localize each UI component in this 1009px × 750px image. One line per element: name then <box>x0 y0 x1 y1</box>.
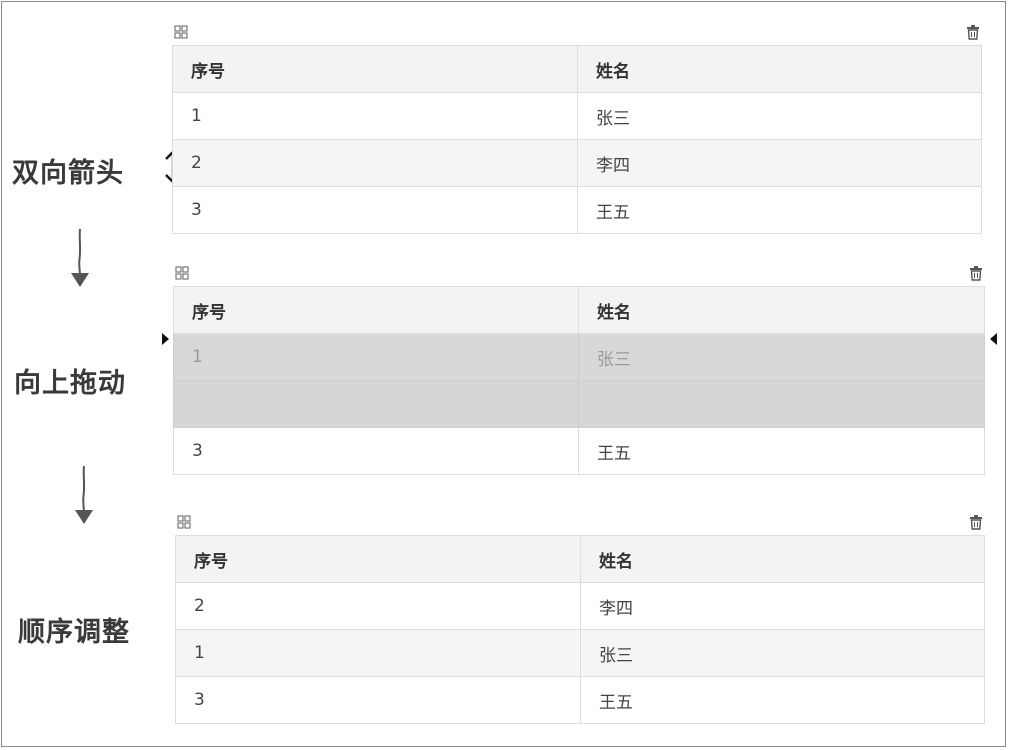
panel-toolbar <box>173 262 985 286</box>
table-row[interactable]: 2 李四 <box>175 582 985 630</box>
cell-name: 李四 <box>577 139 982 187</box>
table-row[interactable]: 3 王五 <box>175 676 985 724</box>
grid-icon[interactable] <box>177 515 191 529</box>
grid-icon[interactable] <box>174 25 188 39</box>
cell-name <box>578 380 985 428</box>
header-name: 姓名 <box>577 45 982 93</box>
data-table: 序号 姓名 1 张三 3 王五 <box>173 286 985 475</box>
panel-toolbar <box>175 511 985 535</box>
table-row[interactable]: 1 张三 <box>172 92 982 140</box>
cell-index: 1 <box>173 333 579 381</box>
data-table: 序号 姓名 1 张三 2 李四 3 王五 <box>172 45 982 234</box>
table-panel-1: 序号 姓名 1 张三 2 李四 3 王五 <box>172 21 982 234</box>
cell-index: 1 <box>172 92 578 140</box>
drop-indicator-right-icon <box>990 333 997 345</box>
drop-placeholder-row[interactable] <box>173 380 985 428</box>
cell-index: 3 <box>173 427 579 475</box>
header-index: 序号 <box>173 286 579 334</box>
cell-name: 张三 <box>577 92 982 140</box>
table-header-row: 序号 姓名 <box>175 535 985 583</box>
cell-name: 张三 <box>578 333 985 381</box>
step-label-double-arrow: 双向箭头 <box>12 158 124 189</box>
table-row[interactable]: 3 王五 <box>172 186 982 234</box>
trash-icon[interactable] <box>969 265 983 281</box>
table-panel-2: 序号 姓名 1 张三 3 王五 <box>173 262 985 475</box>
cell-index: 2 <box>172 139 578 187</box>
step-label-drag-up: 向上拖动 <box>14 368 126 399</box>
drop-indicator-left-icon <box>162 333 169 345</box>
down-arrow-icon <box>75 465 93 524</box>
header-index: 序号 <box>175 535 581 583</box>
header-name: 姓名 <box>578 286 985 334</box>
cell-name: 王五 <box>580 676 985 724</box>
cell-name: 张三 <box>580 629 985 677</box>
cell-index: 3 <box>172 186 578 234</box>
dragged-row[interactable]: 1 张三 <box>173 333 985 381</box>
table-panel-3: 序号 姓名 2 李四 1 张三 3 王五 <box>175 511 985 724</box>
cell-index <box>173 380 579 428</box>
header-name: 姓名 <box>580 535 985 583</box>
table-header-row: 序号 姓名 <box>173 286 985 334</box>
table-row[interactable]: 2 李四 <box>172 139 982 187</box>
cell-name: 李四 <box>580 582 985 630</box>
table-row[interactable]: 1 张三 <box>175 629 985 677</box>
trash-icon[interactable] <box>969 514 983 530</box>
panel-toolbar <box>172 21 982 45</box>
trash-icon[interactable] <box>966 24 980 40</box>
cell-index: 2 <box>175 582 581 630</box>
header-index: 序号 <box>172 45 578 93</box>
cell-name: 王五 <box>578 427 985 475</box>
cell-name: 王五 <box>577 186 982 234</box>
cell-index: 3 <box>175 676 581 724</box>
down-arrow-icon <box>71 228 89 287</box>
data-table: 序号 姓名 2 李四 1 张三 3 王五 <box>175 535 985 724</box>
table-header-row: 序号 姓名 <box>172 45 982 93</box>
cell-index: 1 <box>175 629 581 677</box>
grid-icon[interactable] <box>175 266 189 280</box>
table-row[interactable]: 3 王五 <box>173 427 985 475</box>
step-label-reordered: 顺序调整 <box>18 617 130 648</box>
